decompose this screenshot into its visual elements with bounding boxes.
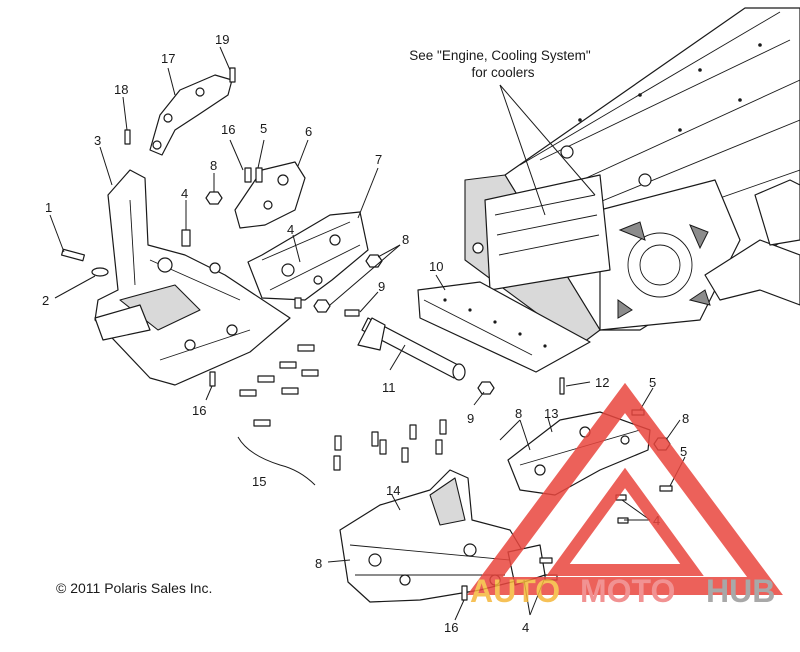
- front-frame-left-3: [94, 169, 291, 386]
- note-line-2: for coolers: [471, 65, 534, 80]
- callout-18: 18: [114, 82, 128, 97]
- callout-4b: 4: [287, 222, 294, 237]
- callout-6: 6: [305, 124, 312, 139]
- callout-14: 14: [386, 483, 400, 498]
- callout-3: 3: [94, 133, 101, 148]
- mount-bracket-7: [247, 211, 369, 301]
- callout-8c: 8: [515, 406, 522, 421]
- watermark-text-moto: MOTO: [580, 573, 675, 609]
- callout-13: 13: [544, 406, 558, 421]
- watermark-text-hub: HUB: [706, 573, 775, 609]
- callout-2: 2: [42, 293, 49, 308]
- note-line-1: See "Engine, Cooling System": [409, 48, 591, 63]
- callout-8d: 8: [682, 411, 689, 426]
- bracket-17: [149, 74, 233, 156]
- fasteners: [60, 67, 673, 601]
- watermark-inner-triangle-icon: [546, 467, 704, 576]
- callout-19: 19: [215, 32, 229, 47]
- watermark-text-auto: AUTO: [470, 573, 560, 609]
- skid-plate-10: [417, 281, 591, 373]
- callout-numbers: 1 2 3 4 4 4 4 5 5 5 6 7 8 8 8 8 8 9 9 10…: [42, 32, 689, 635]
- callout-11: 11: [382, 380, 396, 395]
- callout-7: 7: [375, 152, 382, 167]
- plate-6: [234, 161, 306, 229]
- callout-9a: 9: [378, 279, 385, 294]
- callout-16c: 16: [444, 620, 458, 635]
- callout-8b: 8: [402, 232, 409, 247]
- callout-10: 10: [429, 259, 443, 274]
- callout-16b: 16: [192, 403, 206, 418]
- callout-4a: 4: [181, 186, 188, 201]
- callout-8e: 8: [315, 556, 322, 571]
- copyright-text: © 2011 Polaris Sales Inc.: [56, 580, 212, 596]
- callout-4d: 4: [522, 620, 529, 635]
- callout-1: 1: [45, 200, 52, 215]
- leader-lines: [49, 46, 686, 621]
- callout-17: 17: [161, 51, 175, 66]
- callout-5b: 5: [649, 375, 656, 390]
- watermark-triangle-icon: [467, 382, 783, 595]
- lower-frame-14: [339, 469, 546, 603]
- cross-shaft-11: [357, 317, 466, 381]
- engine-cooling-note: See "Engine, Cooling System" for coolers: [409, 48, 591, 80]
- callout-5a: 5: [260, 121, 267, 136]
- callout-16a: 16: [221, 122, 235, 137]
- callout-9b: 9: [467, 411, 474, 426]
- callout-12: 12: [595, 375, 609, 390]
- callout-5c: 5: [680, 444, 687, 459]
- callout-15: 15: [252, 474, 266, 489]
- automotohub-watermark: AUTO MOTO HUB: [467, 382, 783, 609]
- chassis-tunnel: [464, 7, 800, 346]
- callout-8a: 8: [210, 158, 217, 173]
